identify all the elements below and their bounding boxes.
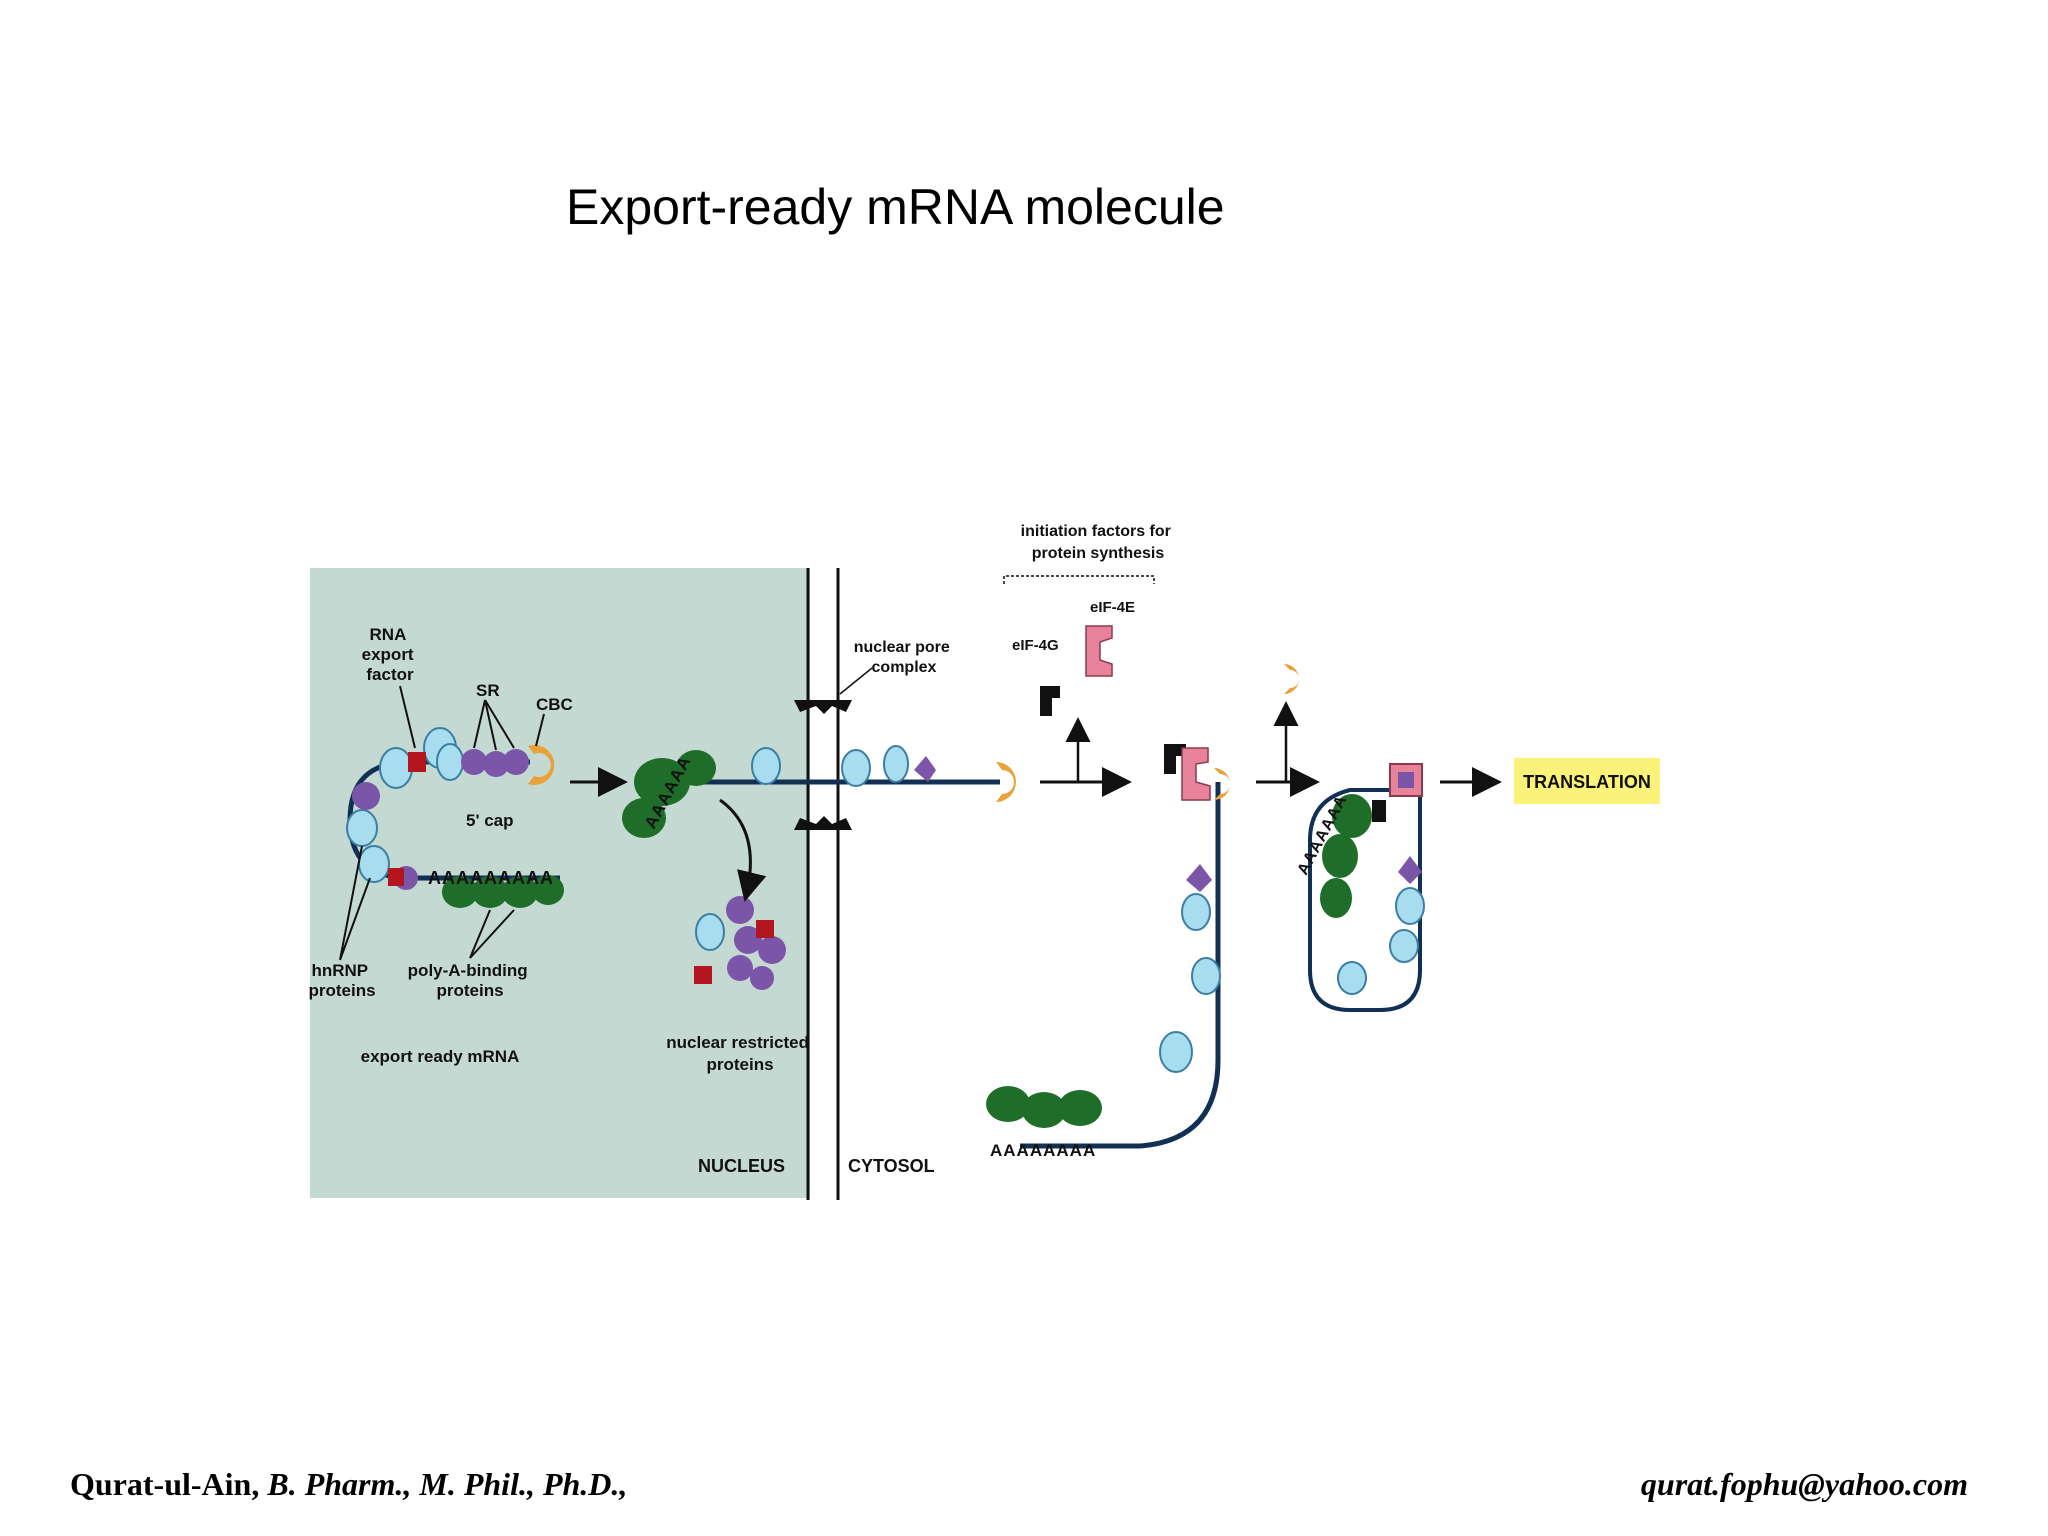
initiation-factors-label-2: protein synthesis [1032,545,1165,562]
rna-export-factor-label-3: factor [366,665,414,684]
poly-a-bottom-label: AAAAAAAA [990,1141,1096,1160]
nuclear-pore-label-2: complex [872,659,937,676]
svg-text:poly-A-binding proteins: poly-A-binding proteins [408,961,533,1000]
svg-text:nuclear restricted protein: nuclear restricted proteins [666,1033,813,1074]
rna-export-factor-label-2: export [362,645,414,664]
cytosol-mrna-initiation [986,744,1230,1149]
svg-text:RNA export factor: RNA export factor [362,625,419,684]
svg-text:hnRNP proteins: hnRNP proteins [308,961,375,1000]
released-cbc-icon [1284,664,1299,694]
initiation-factors-label-1: initiation factors for [1021,523,1171,540]
nuclear-pore-complex-icon [794,700,852,830]
poly-a-binding-label-2: proteins [436,981,503,1000]
rna-export-factor-label-1: RNA [370,625,407,644]
nuclear-restricted-label-1: nuclear restricted [666,1033,809,1052]
author-name: Qurat-ul-Ain, [70,1466,260,1502]
eif4g-icon [1040,686,1060,716]
nuclear-restricted-label-2: proteins [706,1055,773,1074]
translation-badge [1514,758,1660,804]
eif4e-icon [1085,625,1113,677]
translation-label: TRANSLATION [1523,772,1651,792]
cbc-label: CBC [536,695,573,714]
svg-text:nuclear pore complex: nuclear pore complex [854,639,954,676]
sr-label: SR [476,681,500,700]
hnrnp-label-1: hnRNP [311,961,367,980]
mrna-passing-pore [622,745,1016,990]
cytosol-label: CYTOSOL [848,1156,935,1176]
svg-text:initiation factors for pro: initiation factors for protein synthesis [1021,523,1176,562]
circularized-mrna [1308,763,1425,1012]
footer-email: qurat.fophu@yahoo.com [1640,1466,1968,1502]
nuclear-pore-label-1: nuclear pore [854,639,950,656]
nuclear-membrane [806,568,840,1200]
slide-title: Export-ready mRNA molecule [566,179,1225,235]
author-degrees: B. Pharm., M. Phil., Ph.D., [267,1466,628,1502]
eif4e-label: eIF-4E [1090,599,1135,616]
mrna-export-diagram: RNA export factor SR CBC 5' cap AAAAAAAA… [308,523,1660,1200]
footer-author: Qurat-ul-Ain, B. Pharm., M. Phil., Ph.D.… [70,1466,627,1503]
export-ready-label: export ready mRNA [361,1047,520,1066]
nucleus-label: NUCLEUS [698,1156,785,1176]
poly-a-tail-label: AAAAAAAAA [428,868,554,888]
five-cap-label: 5' cap [466,811,514,830]
hnrnp-label-2: proteins [308,981,375,1000]
export-ready-mrna-complex [346,727,564,908]
poly-a-binding-label-1: poly-A-binding [408,961,528,980]
eif4g-label: eIF-4G [1012,637,1059,654]
